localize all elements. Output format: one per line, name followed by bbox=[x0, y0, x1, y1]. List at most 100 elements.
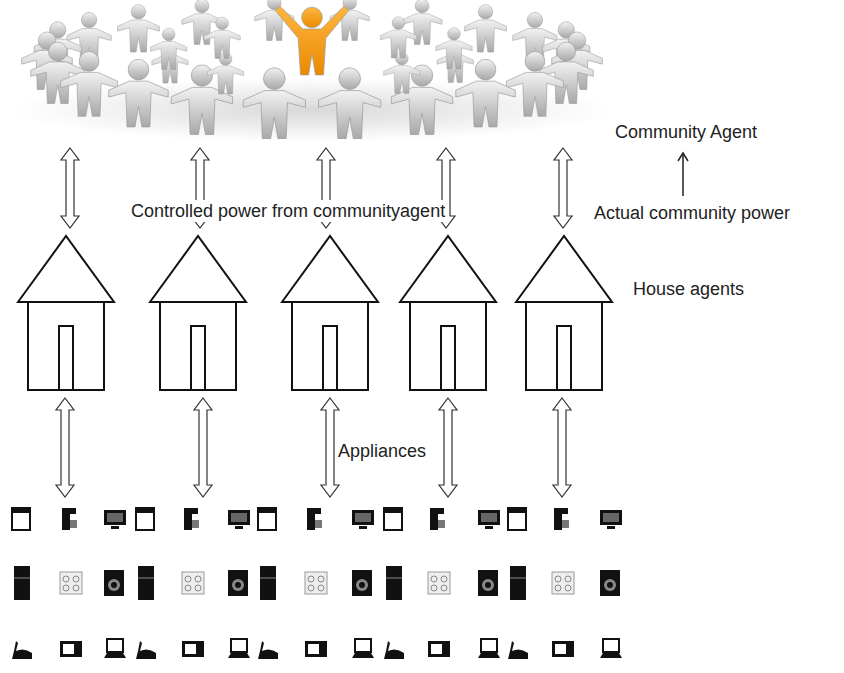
drawing-part bbox=[81, 12, 96, 27]
drawing-part bbox=[184, 508, 198, 530]
house-door bbox=[191, 326, 205, 390]
drawing-part bbox=[302, 7, 323, 28]
drawing-part bbox=[305, 572, 327, 594]
drawing-part bbox=[392, 17, 405, 30]
appliance-icon bbox=[508, 641, 528, 659]
drawing-part bbox=[565, 585, 571, 591]
drawing-part bbox=[62, 508, 76, 530]
person-figure bbox=[118, 5, 160, 52]
drawing-part bbox=[111, 526, 119, 529]
appliance-icon bbox=[428, 572, 450, 594]
drawing-part bbox=[436, 41, 472, 69]
drawing-part bbox=[355, 639, 371, 652]
flow-label: Actual community power bbox=[593, 202, 791, 224]
drawing-part bbox=[562, 520, 569, 528]
drawing-part bbox=[359, 526, 367, 529]
flow-label: Controlled power from communityagent bbox=[130, 200, 446, 222]
drawing-part bbox=[319, 91, 381, 139]
appliance-icon bbox=[104, 639, 126, 658]
person-figure bbox=[465, 5, 507, 52]
drawing-part bbox=[485, 582, 491, 588]
appliance-icon bbox=[386, 566, 402, 600]
drawing-part bbox=[386, 566, 402, 600]
drawing-part bbox=[150, 41, 186, 69]
drawing-part bbox=[600, 510, 622, 525]
house-body bbox=[28, 302, 104, 390]
double-arrow bbox=[61, 148, 79, 228]
drawing-part bbox=[402, 14, 442, 45]
drawing-part bbox=[231, 513, 247, 522]
drawing-part bbox=[138, 566, 154, 600]
drawing-part bbox=[131, 5, 145, 19]
drawing-part bbox=[482, 579, 494, 591]
appliance-icon bbox=[600, 510, 622, 529]
drawing-part bbox=[308, 644, 319, 654]
appliance-icon bbox=[258, 508, 276, 530]
drawing-part bbox=[104, 653, 126, 658]
house-roof bbox=[516, 236, 612, 302]
drawing-part bbox=[600, 570, 620, 596]
drawing-part bbox=[308, 576, 314, 582]
house bbox=[516, 236, 612, 390]
drawing-part bbox=[308, 585, 314, 591]
drawing-part bbox=[195, 576, 201, 582]
person-figure bbox=[275, 6, 349, 75]
drawing-part bbox=[104, 570, 124, 596]
double-arrows bbox=[56, 148, 572, 497]
drawing-part bbox=[108, 579, 120, 591]
drawing-part bbox=[552, 641, 574, 657]
layer-label: Appliances bbox=[337, 440, 427, 462]
house-roof bbox=[150, 236, 246, 302]
drawing-part bbox=[216, 17, 229, 30]
drawing-part bbox=[603, 513, 619, 522]
drawing-part bbox=[63, 576, 69, 582]
double-arrow bbox=[553, 398, 571, 497]
appliance-icon bbox=[104, 570, 124, 596]
house-roof bbox=[18, 236, 114, 302]
appliance-icon bbox=[554, 508, 569, 530]
appliance-icon bbox=[384, 508, 402, 530]
person-figure bbox=[539, 42, 593, 103]
appliance-icon bbox=[352, 570, 372, 596]
appliance-icon bbox=[478, 570, 498, 596]
drawing-part bbox=[431, 644, 442, 654]
drawing-part bbox=[70, 520, 77, 528]
drawing-part bbox=[552, 572, 574, 594]
drawing-part bbox=[352, 653, 374, 658]
person-figure bbox=[436, 28, 472, 69]
drawing-part bbox=[191, 65, 212, 86]
drawing-part bbox=[411, 65, 432, 86]
house-door bbox=[441, 326, 455, 390]
drawing-part bbox=[171, 87, 232, 134]
drawing-part bbox=[438, 520, 445, 528]
drawing-part bbox=[607, 526, 615, 529]
drawing-part bbox=[258, 508, 276, 530]
drawing-part bbox=[603, 639, 619, 652]
drawing-part bbox=[428, 641, 450, 657]
drawing-part bbox=[182, 572, 204, 594]
house-door bbox=[557, 326, 571, 390]
appliance-icon bbox=[228, 510, 250, 529]
appliance-icon bbox=[510, 566, 526, 600]
floor-shadow bbox=[12, 78, 612, 142]
appliance-icon bbox=[430, 508, 445, 530]
drawing-part bbox=[235, 582, 241, 588]
appliance-icon bbox=[12, 641, 32, 659]
drawing-part bbox=[12, 508, 30, 513]
drawing-part bbox=[508, 641, 528, 659]
drawing-part bbox=[12, 641, 32, 659]
house bbox=[400, 236, 496, 390]
drawing-part bbox=[555, 576, 561, 582]
person-figure bbox=[31, 42, 85, 103]
appliance-icon bbox=[228, 639, 250, 658]
double-arrow bbox=[56, 398, 74, 497]
house-roof bbox=[400, 236, 496, 302]
house bbox=[150, 236, 246, 390]
drawing-part bbox=[475, 59, 496, 80]
appliance-icon bbox=[12, 508, 30, 530]
appliance-icon bbox=[182, 641, 204, 657]
drawing-part bbox=[48, 42, 67, 61]
drawing-part bbox=[305, 641, 327, 657]
person-figure bbox=[384, 52, 420, 93]
drawing-part bbox=[14, 578, 30, 579]
